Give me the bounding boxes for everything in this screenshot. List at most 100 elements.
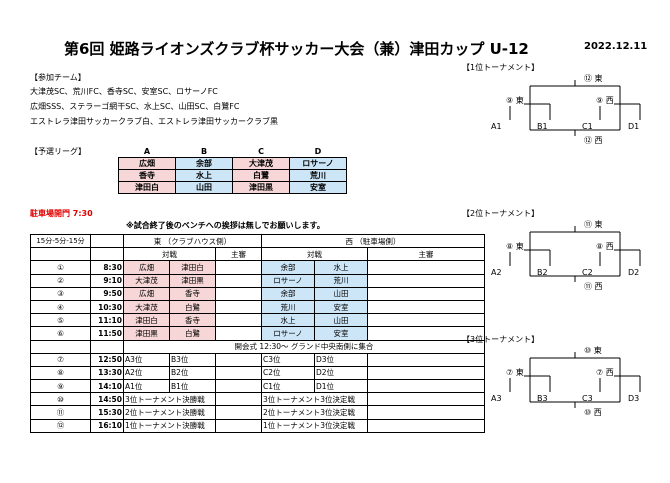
match-number: ⑥: [30, 326, 91, 341]
bracket-seed: D2: [628, 268, 640, 277]
match-time: 8:30: [90, 260, 124, 275]
east-referee: [215, 365, 262, 381]
east-team-2: B1位: [169, 379, 216, 394]
league-col-b: B: [200, 146, 208, 156]
match-time: 14:50: [90, 392, 124, 407]
west-referee: [367, 405, 485, 420]
league-cell: 津田黒: [232, 180, 290, 194]
east-team-1: 広畑: [123, 260, 170, 275]
match-time: 12:50: [90, 352, 124, 367]
east-referee: [215, 299, 262, 315]
east-final-match: 3位トーナメント決勝戦: [123, 392, 216, 407]
teams-line-3: エストレラ津田サッカークラブ白、エストレラ津田サッカークラブ黒: [30, 117, 278, 126]
west-team-2: 山田: [314, 286, 368, 301]
bracket-seed: A3: [491, 394, 502, 403]
match-number: ①: [30, 260, 91, 275]
east-referee: [215, 418, 262, 433]
bracket-third-label: ⑫ 西: [584, 135, 603, 146]
west-team-1: ロサーノ: [261, 273, 315, 288]
match-number: ③: [30, 286, 91, 301]
match-number: ④: [30, 299, 91, 315]
match-number: ⑤: [30, 313, 91, 328]
east-team-1: A2位: [123, 365, 170, 381]
east-team-1: A3位: [123, 352, 170, 367]
west-team-1: 余部: [261, 286, 315, 301]
bracket-seed: B1: [537, 122, 548, 131]
bracket-right-label: ⑦ 西: [596, 367, 614, 378]
bracket-title: 【3位トーナメント】: [462, 335, 540, 344]
bracket-seed: C2: [582, 268, 593, 277]
bracket-right-label: ⑧ 西: [596, 241, 614, 252]
league-cell: 荒川: [289, 168, 347, 182]
east-referee: [215, 405, 262, 420]
bracket-seed: C1: [582, 122, 593, 131]
bracket-seed: D1: [628, 122, 640, 131]
bracket-seed: B2: [537, 268, 548, 277]
east-team-2: 香寺: [169, 286, 216, 301]
west-referee-label: 主審: [367, 247, 485, 262]
west-team-2: 荒川: [314, 273, 368, 288]
east-referee-label: 主審: [215, 247, 262, 262]
west-final-match: 2位トーナメント3位決定戦: [261, 405, 368, 420]
bracket-seed: B3: [537, 394, 548, 403]
east-team-2: 津田白: [169, 260, 216, 275]
league-cell: 白鷺: [232, 168, 290, 182]
west-referee: [367, 379, 485, 394]
west-team-1: C1位: [261, 379, 315, 394]
west-final-match: 1位トーナメント3位決定戦: [261, 418, 368, 433]
bracket-final-label: ⑩ 東: [584, 345, 602, 356]
east-team-1: 広畑: [123, 286, 170, 301]
match-time: 11:50: [90, 326, 124, 341]
west-team-1: 水上: [261, 313, 315, 328]
east-header: 東 （クラブハウス側）: [123, 233, 262, 249]
west-referee: [367, 365, 485, 381]
bracket-title: 【2位トーナメント】: [462, 209, 540, 218]
west-team-2: 安室: [314, 326, 368, 341]
match-number: ⑨: [30, 379, 91, 394]
east-referee: [215, 286, 262, 301]
league-cell: 大津茂: [232, 156, 290, 170]
teams-heading: 【参加チーム】: [30, 73, 86, 82]
west-header: 西 （駐車場側）: [261, 233, 485, 249]
east-referee: [215, 313, 262, 328]
match-time: 13:30: [90, 365, 124, 381]
league-cell: 香寺: [118, 168, 176, 182]
schedule-table: 15分-5分-15分 東 （クラブハウス側） 西 （駐車場側） 対戦 主審 対戦…: [30, 233, 485, 433]
parking-notice: 駐車場開門 7:30: [30, 209, 93, 218]
east-team-2: B3位: [169, 352, 216, 367]
bracket-seed: D3: [628, 394, 640, 403]
league-cell: 安室: [289, 180, 347, 194]
match-time: 14:10: [90, 379, 124, 394]
east-team-1: 津田黒: [123, 326, 170, 341]
league-heading: 【予選リーグ】: [30, 147, 86, 156]
east-team-1: 大津茂: [123, 299, 170, 315]
teams-line-1: 大津茂SC、荒川FC、香寺SC、安室SC、ロサーノFC: [30, 87, 218, 96]
match-number: ⑪: [30, 405, 91, 420]
west-team-1: 余部: [261, 260, 315, 275]
east-match-label: 対戦: [123, 247, 216, 262]
bracket-third-label: ⑩ 西: [584, 407, 602, 418]
east-final-match: 2位トーナメント決勝戦: [123, 405, 216, 420]
west-team-2: D2位: [314, 365, 368, 381]
bracket-right-label: ⑨ 西: [596, 95, 614, 106]
west-referee: [367, 352, 485, 367]
east-team-2: 香寺: [169, 313, 216, 328]
teams-line-2: 広畑SSS、ステラーゴ網干SC、水上SC、山田SC、白鷺FC: [30, 102, 240, 111]
bracket-final-label: ⑪ 東: [584, 219, 603, 230]
west-referee: [367, 299, 485, 315]
bracket-left-label: ⑧ 東: [506, 241, 524, 252]
west-team-2: 水上: [314, 260, 368, 275]
west-referee: [367, 273, 485, 288]
west-team-1: ロサーノ: [261, 326, 315, 341]
page-title: 第6回 姫路ライオンズクラブ杯サッカー大会（兼）津田カップ U-12: [64, 40, 529, 58]
